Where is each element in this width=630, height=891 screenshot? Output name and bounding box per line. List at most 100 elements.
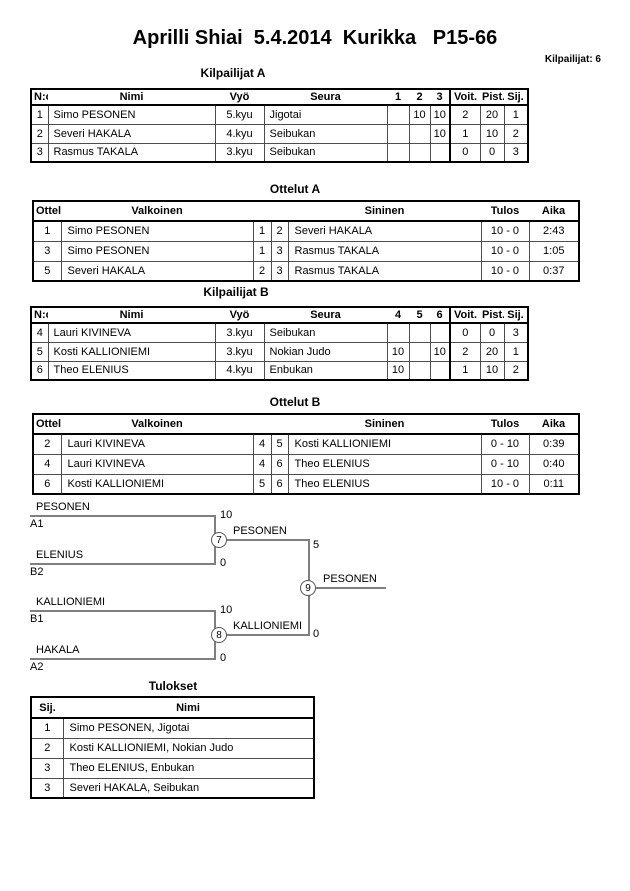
table-cell: 0:39	[528, 433, 580, 455]
table-cell: 3	[503, 142, 529, 163]
column-header: 2	[409, 89, 430, 106]
section-heading-tulokset: Tulokset	[148, 679, 198, 693]
table-cell: 10 - 0	[480, 220, 530, 242]
column-header: Sij.	[504, 89, 528, 106]
bracket-winner-name: PESONEN	[233, 525, 287, 537]
section-heading-kilpailijat-a: Kilpailijat A	[200, 66, 266, 80]
table-cell: 10 - 0	[480, 240, 530, 262]
column-header: Seura	[264, 307, 387, 324]
table-cell: 0 - 10	[480, 453, 530, 475]
column-header: N:o	[31, 307, 48, 324]
bracket-player-name: KALLIONIEMI	[36, 596, 106, 608]
table-cell: Rasmus TAKALA	[287, 240, 482, 262]
table-cell: Lauri KIVINEVA	[60, 433, 254, 455]
column-header: Pist.	[480, 307, 504, 324]
table-cell: 2	[252, 260, 272, 282]
column-header: Nimi	[48, 89, 215, 106]
section-heading-ottelut-a: Ottelut A	[269, 182, 321, 196]
table-cell: 2	[30, 737, 64, 759]
bracket-score: 10	[220, 509, 233, 521]
column-header: Valkoinen	[61, 414, 253, 435]
column-header: Seura	[264, 89, 387, 106]
column-header: Sininen	[288, 201, 481, 222]
table-cell: Theo ELENIUS	[287, 473, 482, 495]
column-header: Ottelu	[33, 201, 61, 222]
table-cell: Kosti KALLIONIEMI	[287, 433, 482, 455]
bracket-winner-name: KALLIONIEMI	[233, 620, 303, 632]
bracket-line	[30, 658, 216, 660]
table-header-row: Sij.Nimi	[31, 697, 314, 719]
bracket-player-name: PESONEN	[36, 501, 90, 513]
table-cell: 6	[32, 473, 62, 495]
bracket-seed: B1	[30, 613, 44, 625]
table-header-row: OtteluValkoinenSininenTulosAika	[33, 201, 579, 222]
table-cell: 20	[479, 104, 505, 125]
table-ottelut-a: OtteluValkoinenSininenTulosAika1Simo PES…	[32, 200, 580, 282]
column-header	[253, 201, 271, 222]
table-cell: 10	[386, 360, 410, 381]
table-cell: Kosti KALLIONIEMI	[60, 473, 254, 495]
bracket-line	[227, 539, 310, 541]
table-ottelut-b: OtteluValkoinenSininenTulosAika2Lauri KI…	[32, 413, 580, 495]
table-cell: 3.kyu	[214, 142, 265, 163]
table-cell: 10	[408, 104, 431, 125]
column-header: Vyö	[215, 307, 264, 324]
match-number-badge: 9	[300, 580, 316, 596]
table-cell: 0:11	[528, 473, 580, 495]
table-cell: 10	[479, 360, 505, 381]
table-cell: Kosti KALLIONIEMI, Nokian Judo	[62, 737, 315, 759]
table-cell: Kosti KALLIONIEMI	[47, 341, 216, 362]
table-cell: Simo PESONEN, Jigotai	[62, 717, 315, 739]
table-cell: Simo PESONEN	[47, 104, 216, 125]
bracket-score: 0	[220, 652, 227, 664]
table-cell: 2:43	[528, 220, 580, 242]
column-header: Nimi	[48, 307, 215, 324]
column-header: Pist.	[480, 89, 504, 106]
column-header: Vyö	[215, 89, 264, 106]
column-header: Tulos	[481, 201, 529, 222]
table-header-row: OtteluValkoinenSininenTulosAika	[33, 414, 579, 435]
column-header: 3	[430, 89, 450, 106]
match-number-badge: 7	[211, 532, 227, 548]
table-cell: 1	[30, 717, 64, 739]
bracket-score: 0	[313, 628, 320, 640]
table-cell: 3	[503, 322, 529, 343]
column-header: Ottelu	[33, 414, 61, 435]
table-cell: 3	[30, 777, 64, 799]
bracket-seed: A1	[30, 518, 44, 530]
column-header: Aika	[529, 414, 579, 435]
bracket-player-name: ELENIUS	[36, 549, 84, 561]
table-cell: Rasmus TAKALA	[287, 260, 482, 282]
bracket-score: 10	[220, 604, 233, 616]
bracket-line	[316, 587, 386, 589]
table-cell: 10	[479, 123, 505, 144]
table-cell: Simo PESONEN	[60, 240, 254, 262]
column-header: 5	[409, 307, 430, 324]
bracket-seed: A2	[30, 661, 44, 673]
table-cell: Lauri KIVINEVA	[60, 453, 254, 475]
table-cell: Seibukan	[263, 142, 388, 163]
column-header: Aika	[529, 201, 579, 222]
page-title: Aprilli Shiai 5.4.2014 Kurikka P15-66	[132, 27, 498, 49]
column-header: N:o	[31, 89, 48, 106]
column-header: Sininen	[288, 414, 481, 435]
bracket-score: 5	[313, 539, 320, 551]
table-cell: Rasmus TAKALA	[47, 142, 216, 163]
table-header-row: N:oNimiVyöSeura456Voit.Pist.Sij.	[31, 307, 528, 324]
bracket-score: 0	[220, 557, 227, 569]
table-cell: 0:37	[528, 260, 580, 282]
column-header: Voit.	[449, 89, 480, 106]
column-header: Sij.	[31, 697, 63, 719]
